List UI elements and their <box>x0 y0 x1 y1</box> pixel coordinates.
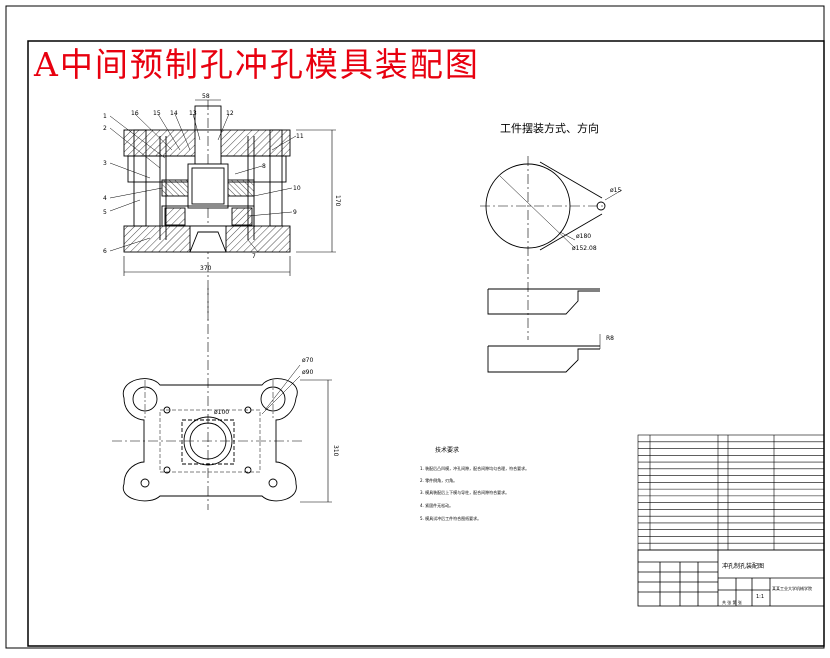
tech-requirements: 技术要求 1. 装配后凸凹模，冲孔间隙，配合间隙均匀合理，符合要求。 2. 零件… <box>420 446 529 521</box>
tech-item: 5. 模具试冲后工件符合图纸要求。 <box>420 515 481 521</box>
workpiece-labels: ø15 ø180 ø152.08 R8 <box>572 187 621 342</box>
plan-view-labels: ø70 ø90 ø100 310 <box>214 357 339 457</box>
tech-item: 4. 紧固件无松动。 <box>420 502 453 508</box>
dim-phi15: ø15 <box>610 187 621 194</box>
part-label: 14 <box>170 110 178 117</box>
title-block-text: 冲孔制孔装配图 某某工业大学机械学院 1:1 共 张 第 张 <box>722 562 812 605</box>
part-label: 5 <box>103 209 107 216</box>
scale: 1:1 <box>756 594 764 600</box>
part-label: 4 <box>103 195 107 202</box>
part-label: 15 <box>153 110 161 117</box>
dim-170: 170 <box>334 195 341 207</box>
view-caption: 工件摆装方式、方向 <box>500 121 599 135</box>
part-label: 7 <box>252 253 256 260</box>
front-view-labels: 1 2 3 4 5 6 16 15 14 13 12 11 10 9 8 7 5… <box>103 93 341 272</box>
dim-58: 58 <box>202 93 210 100</box>
inner-border <box>27 40 825 647</box>
school-name: 某某工业大学机械学院 <box>772 585 812 591</box>
title-block <box>637 549 825 607</box>
dim-r8: R8 <box>606 335 614 342</box>
parts-list <box>637 434 825 551</box>
front-section-view <box>109 99 336 320</box>
dim-310: 310 <box>332 445 339 457</box>
sheets: 共 张 第 张 <box>722 599 742 605</box>
drawing-title: A中间预制孔冲孔模具装配图 <box>34 45 480 84</box>
dim-phi90: ø90 <box>302 369 313 376</box>
part-label: 13 <box>189 110 197 117</box>
dim-370: 370 <box>200 265 212 272</box>
dim-phi180: ø180 <box>576 233 591 240</box>
part-label: 1 <box>103 113 107 120</box>
dim-phi152: ø152.08 <box>572 245 597 252</box>
dim-phi100: ø100 <box>214 409 229 416</box>
tech-item: 1. 装配后凸凹模，冲孔间隙，配合间隙均匀合理，符合要求。 <box>420 465 529 471</box>
part-label: 16 <box>131 110 139 117</box>
part-label: 12 <box>226 110 234 117</box>
tech-item: 2. 零件倒角，刃角。 <box>420 477 457 483</box>
plan-view <box>112 288 332 510</box>
dim-phi70: ø70 <box>302 357 313 364</box>
drawing-name: 冲孔制孔装配图 <box>722 562 764 570</box>
tech-item: 3. 模具装配后上下模与导柱，配合间隙符合要求。 <box>420 489 509 495</box>
part-label: 9 <box>293 209 297 216</box>
part-label: 11 <box>296 133 304 140</box>
part-label: 8 <box>262 163 266 170</box>
part-label: 10 <box>293 185 301 192</box>
tech-title: 技术要求 <box>435 446 459 454</box>
part-label: 3 <box>103 160 107 167</box>
part-label: 2 <box>103 125 107 132</box>
part-label: 6 <box>103 248 107 255</box>
outer-border <box>5 5 825 649</box>
workpiece-view <box>480 156 623 373</box>
